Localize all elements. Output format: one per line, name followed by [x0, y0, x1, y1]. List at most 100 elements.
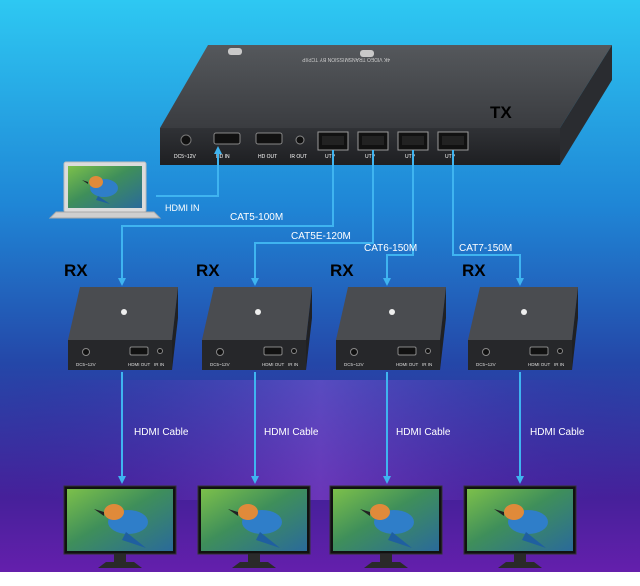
tx-badge: [360, 50, 374, 57]
rx-label-2: RX: [196, 261, 220, 280]
connection-lines: [118, 146, 524, 484]
tx-device: 4K VIDEO TRANSMISSION BY TCP/IP DC5~12V …: [160, 45, 612, 165]
rx-side-face: [572, 287, 578, 370]
rx-label-3: RX: [330, 261, 354, 280]
bird-tail: [122, 532, 146, 548]
tx-hd-out-port: [255, 132, 283, 145]
hdmi-cable-label-1: HDMI Cable: [134, 427, 189, 438]
bird-beak: [360, 509, 370, 516]
rx-hdmi-out-label: HDMI OUT: [396, 362, 418, 367]
rx-unit-2: DC5~12V HDMI OUT IR IN: [202, 287, 312, 370]
tx-hd-in-port: [213, 132, 241, 145]
link-tx-to-rx-3: [383, 150, 414, 286]
bird-tail: [522, 532, 546, 548]
laptop-bird-image: [82, 176, 118, 204]
tx-dc-jack: [180, 134, 192, 146]
link-tx-to-rx-4: [452, 150, 524, 286]
rx-ir-jack: [157, 348, 163, 354]
rx-dc-label: DC5~12V: [76, 362, 96, 367]
rx-label-4: RX: [462, 261, 486, 280]
bird-beak: [228, 509, 238, 516]
laptop-link-label: HDMI IN: [165, 203, 200, 213]
rx-hdmi-port: [529, 346, 549, 356]
rx-led: [521, 309, 527, 315]
hdmi-cable-label-3: HDMI Cable: [396, 427, 451, 438]
rx-hdmi-port: [129, 346, 149, 356]
rx-ir-in-label: IR IN: [288, 362, 298, 367]
rx-side-face: [440, 287, 446, 370]
tx-side-face: [560, 45, 612, 165]
bird-head: [504, 504, 524, 520]
tx-utp-port-1: UTP: [317, 131, 349, 160]
monitor-3: [329, 485, 443, 568]
rx-unit-1: DC5~12V HDMI OUT IR IN: [68, 287, 178, 370]
rx-dc-jack: [350, 348, 358, 356]
rx-dc-label: DC5~12V: [476, 362, 496, 367]
link-laptop-to-tx: [156, 146, 222, 197]
tx-utp-label-2: UTP: [365, 154, 376, 160]
rx-unit-4: DC5~12V HDMI OUT IR IN: [468, 287, 578, 370]
rx-ir-in-label: IR IN: [422, 362, 432, 367]
tx-utp-port-2: UTP: [357, 131, 389, 160]
rx-hdmi-port: [263, 346, 283, 356]
bird-beak: [94, 509, 104, 516]
rx-led: [121, 309, 127, 315]
tx-top-face: [160, 45, 612, 128]
tx-ir-jack: [295, 135, 305, 145]
tx-utp-label-4: UTP: [445, 154, 456, 160]
rx-ir-jack: [291, 348, 297, 354]
rx-dc-jack: [482, 348, 490, 356]
monitor-bird-image: [94, 504, 148, 548]
hdmi-cable-label-4: HDMI Cable: [530, 427, 585, 438]
link-tx-to-rx-1: [118, 150, 334, 286]
tx-hd-in-label: HD IN: [216, 154, 230, 160]
tx-label: TX: [490, 103, 512, 122]
rx-dc-label: DC5~12V: [344, 362, 364, 367]
monitor-1: [63, 485, 177, 568]
rx-hdmi-out-label: HDMI OUT: [128, 362, 150, 367]
tx-utp-label-3: UTP: [405, 154, 416, 160]
rx-led: [389, 309, 395, 315]
cable-label-4: CAT7-150M: [459, 243, 512, 254]
rx-dc-jack: [82, 348, 90, 356]
rx-dc-label: DC5~12V: [210, 362, 230, 367]
bird-tail: [256, 532, 280, 548]
cable-label-2: CAT5E-120M: [291, 231, 351, 242]
monitor-neck: [248, 554, 260, 562]
bird-beak: [494, 509, 504, 516]
background-glow: [0, 380, 640, 500]
tx-hd-out-label: HD OUT: [258, 154, 277, 160]
monitor-bird-image: [494, 504, 548, 548]
rx-ir-in-label: IR IN: [554, 362, 564, 367]
monitor-stand: [232, 562, 276, 568]
tx-top-text: 4K VIDEO TRANSMISSION BY TCP/IP: [302, 56, 390, 62]
tx-utp-port-3: UTP: [397, 131, 429, 160]
monitor-stand: [498, 562, 542, 568]
monitor-bird-image: [228, 504, 282, 548]
rx-label-1: RX: [64, 261, 88, 280]
tx-ir-out-label: IR OUT: [290, 154, 307, 160]
rx-unit-3: DC5~12V HDMI OUT IR IN: [336, 287, 446, 370]
monitor-neck: [514, 554, 526, 562]
rx-hdmi-out-label: HDMI OUT: [528, 362, 550, 367]
rx-side-face: [306, 287, 312, 370]
rx-side-face: [172, 287, 178, 370]
rx-ir-jack: [557, 348, 563, 354]
bird-head: [104, 504, 124, 520]
monitor-2: [197, 485, 311, 568]
cable-label-3: CAT6-150M: [364, 243, 417, 254]
laptop: [48, 161, 162, 219]
rx-hdmi-out-label: HDMI OUT: [262, 362, 284, 367]
cable-label-1: CAT5-100M: [230, 212, 283, 223]
link-tx-to-rx-2: [251, 150, 374, 286]
rx-ir-in-label: IR IN: [154, 362, 164, 367]
monitor-neck: [380, 554, 392, 562]
rx-led: [255, 309, 261, 315]
rx-hdmi-port: [397, 346, 417, 356]
tx-dc-label: DC5~12V: [174, 154, 196, 160]
monitor-stand: [364, 562, 408, 568]
bird-head: [370, 504, 390, 520]
monitor-4: [463, 485, 577, 568]
